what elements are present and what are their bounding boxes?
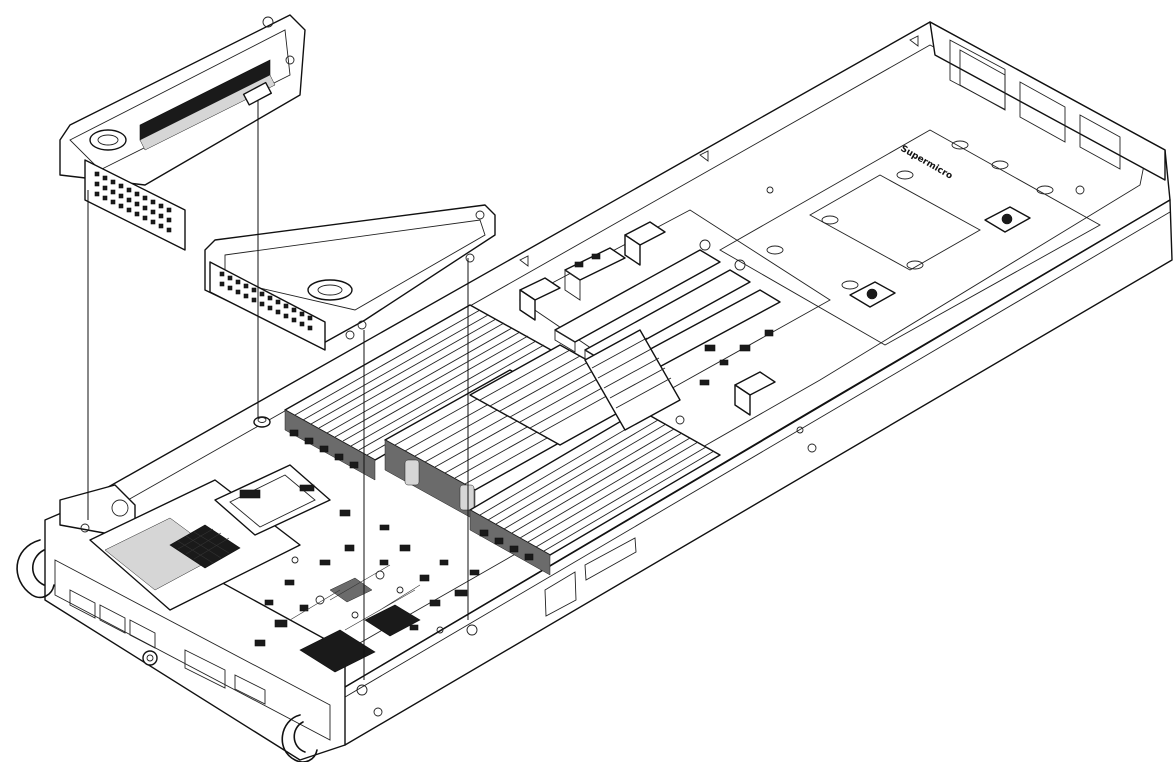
riser-standoff xyxy=(253,416,271,428)
io-bracket-left xyxy=(84,159,186,251)
usb-ports xyxy=(234,674,266,705)
side-vent-slots xyxy=(544,571,577,617)
dashed-guide-line xyxy=(87,100,469,680)
sata-connectors xyxy=(564,247,626,301)
power-connector-2 xyxy=(519,277,561,321)
lan-port-3 xyxy=(129,619,156,649)
lan-port-2 xyxy=(99,604,126,634)
nvme-module-1 xyxy=(554,249,721,353)
vrm-heatsink xyxy=(584,329,681,431)
motherboard xyxy=(239,484,480,673)
riser-card-left[interactable] xyxy=(59,14,306,251)
left-pull-handle[interactable] xyxy=(16,539,55,599)
thumbscrew-icon[interactable] xyxy=(142,650,158,666)
right-pull-handle[interactable] xyxy=(281,714,318,762)
power-connector-3 xyxy=(734,371,776,416)
lan-port-1 xyxy=(69,589,96,619)
power-connector-1 xyxy=(624,221,666,266)
mounting-standoff-2 xyxy=(849,281,896,308)
bmc-chip xyxy=(299,629,376,673)
storage-cage xyxy=(89,464,331,611)
chassis-rear-wall xyxy=(929,21,1166,181)
rear-board-area xyxy=(519,209,831,431)
mounting-standoff-1 xyxy=(984,206,1031,233)
dimm-bank-right xyxy=(469,409,721,576)
vga-port xyxy=(184,649,226,689)
riser-card-right[interactable] xyxy=(204,204,496,351)
chipset-heatsink xyxy=(169,524,241,569)
io-bracket-right xyxy=(209,261,326,351)
pch-chip xyxy=(364,604,421,637)
